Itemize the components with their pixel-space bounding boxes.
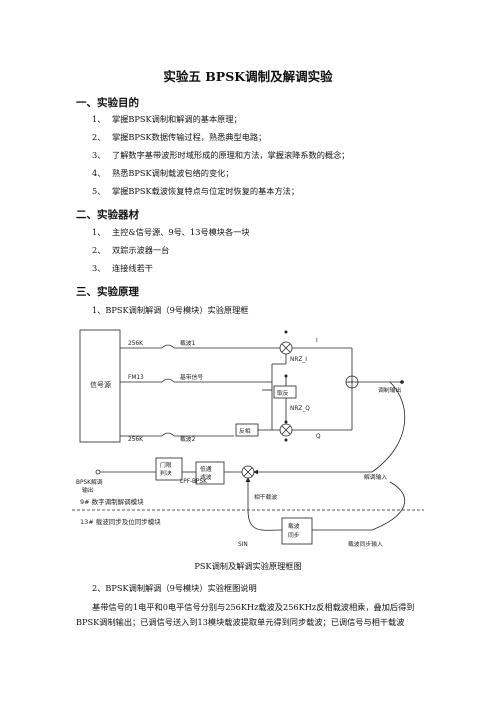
invert-top-label: 取反 — [277, 389, 289, 397]
bpsk-demod-out-1: BPSK解调 — [76, 478, 103, 486]
i-label: I — [316, 338, 318, 344]
figure-caption: PSK调制及解调实验原理框图 — [194, 561, 302, 571]
list-item: 2、掌握BPSK数据传输过程，熟悉典型电路； — [92, 132, 267, 142]
carrier-sync-label-1: 载波 — [288, 522, 300, 530]
bpsk-demod-out-2: 输出 — [82, 486, 94, 494]
subheading-block-diagram: 1、BPSK调制解调（9号模块）实验原理框 — [92, 305, 249, 315]
list-item: 1、主控&信号源、9号、13号模块各一块 — [92, 227, 250, 237]
lowpass-box — [195, 461, 225, 485]
signal-source-label: 信号源 — [90, 380, 111, 389]
q-label: Q — [316, 434, 321, 440]
module9-label: 9# 数字调制解调模块 — [80, 497, 144, 506]
paragraph-line: BPSK调制输出；已调信号送入到13模块载波提取单元得到同步载波；已调信号与相干… — [76, 617, 405, 627]
signal-source-box — [79, 329, 121, 443]
section-heading-principle: 三、实验原理 — [76, 286, 139, 298]
lowpass-label-2: 滤波 — [200, 473, 212, 481]
input-256k-2: 256K — [128, 437, 143, 443]
nrz-q-label: NRZ_Q — [290, 406, 310, 412]
list-item: 3、连接线若干 — [92, 263, 153, 273]
input-256k-1: 256K — [128, 341, 143, 347]
invert-bottom-label: 反相 — [239, 427, 251, 435]
bpsk-block-diagram: 信号源 256K 载波1 FM13 基带信号 256K 载波2 NRZ_I NR… — [72, 329, 424, 548]
lowpass-label-1: 低通 — [200, 465, 212, 473]
mod-out-label: 调制输出 — [378, 386, 401, 394]
section-heading-equipment: 二、实验器材 — [76, 209, 139, 221]
list-item: 2、双踪示波器一台 — [92, 245, 170, 255]
sin-label: SIN — [238, 542, 248, 548]
page-title: 实验五 BPSK调制及解调实验 — [163, 69, 333, 84]
subheading-diagram-description: 2、BPSK调制解调（9号模块）实验框图说明 — [92, 583, 257, 593]
section-heading-objectives: 一、实验目的 — [76, 97, 139, 109]
paragraph-line: 基带信号的1电平和0电平信号分别与256KHz载波及256KHz反相载波相乘，叠… — [92, 602, 415, 612]
baseband-label: 基带信号 — [180, 373, 203, 381]
module13-label: 13# 载波同步及位同步模块 — [80, 517, 161, 526]
invert-box-top — [273, 385, 297, 399]
carrier1-label: 载波1 — [180, 339, 196, 347]
demod-in-label: 解调输入 — [364, 473, 387, 481]
body-paragraph: 基带信号的1电平和0电平信号分别与256KHz载波及256KHz反相载波相乘，叠… — [76, 600, 420, 630]
nrz-i-label: NRZ_I — [290, 357, 307, 363]
decision-label-1: 门限 — [160, 461, 172, 469]
carrier2-label: 载波2 — [180, 435, 196, 443]
carrier-sync-in-label: 载波同步输入 — [348, 540, 383, 548]
list-item: 4、熟悉BPSK调制载波包络的变化； — [92, 168, 234, 178]
list-item: 3、了解数字基带波形时域形成的原理和方法，掌握滚降系数的概念； — [92, 150, 350, 160]
decision-label-2: 判决 — [160, 469, 172, 477]
fm13-label: FM13 — [128, 375, 144, 381]
decision-box — [155, 457, 183, 481]
list-item: 1、掌握BPSK调制和解调的基本原理； — [92, 114, 242, 124]
lpf-bpsk-label: LPF-BPSK — [180, 479, 207, 485]
list-item: 5、掌握BPSK载波恢复特点与位定时恢复的基本方法； — [92, 186, 300, 196]
coherent-carrier-label: 相干载波 — [254, 493, 277, 501]
carrier-sync-label-2: 同步 — [288, 531, 300, 539]
carrier-sync-box — [281, 517, 313, 545]
